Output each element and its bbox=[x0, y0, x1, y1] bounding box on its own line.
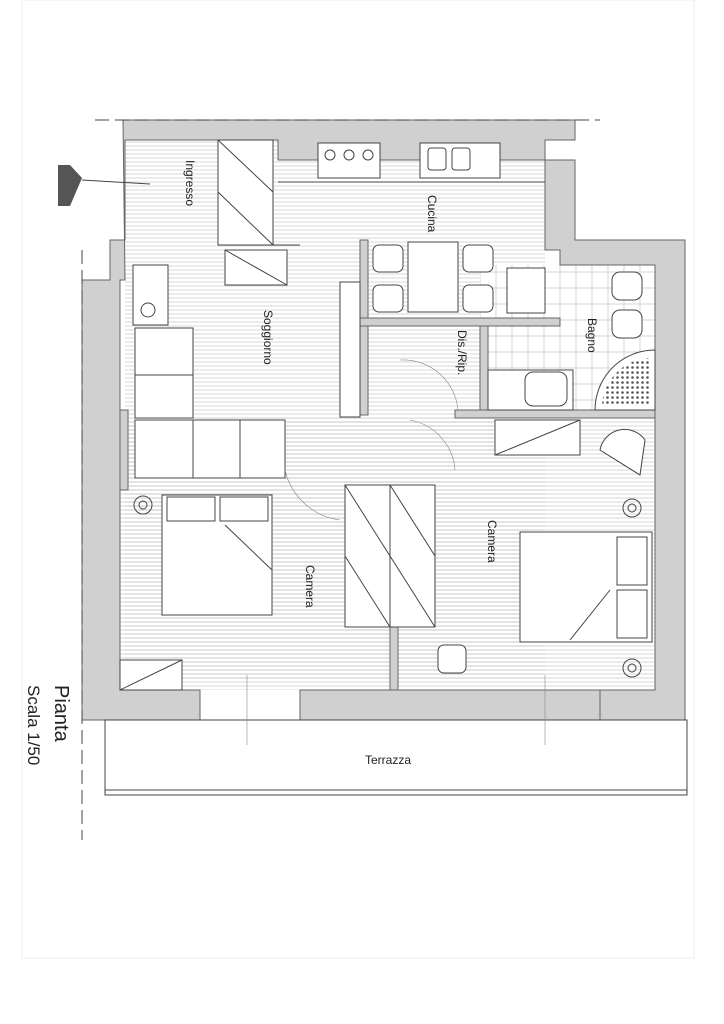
room-label-camera-left: Camera bbox=[303, 565, 317, 608]
entrance-arrow-icon bbox=[58, 165, 151, 206]
page-border bbox=[21, 0, 695, 959]
entrance-closet bbox=[217, 139, 300, 286]
room-label-ingresso: Ingresso bbox=[183, 160, 197, 206]
kitchen-fixtures bbox=[278, 142, 546, 314]
living-furniture bbox=[132, 264, 361, 479]
bedroom-right-furniture bbox=[399, 359, 653, 678]
room-label-soggiorno: Soggiorno bbox=[261, 310, 275, 365]
room-label-cucina: Cucina bbox=[425, 195, 439, 233]
room-label-bagno: Bagno bbox=[585, 318, 599, 353]
bathroom-fixtures bbox=[487, 271, 656, 411]
walls bbox=[81, 119, 686, 721]
bedroom-left-furniture bbox=[119, 469, 436, 691]
plan-title: Pianta bbox=[50, 685, 72, 743]
room-label-disimpegno: Dis./Rip. bbox=[455, 330, 469, 375]
terrace bbox=[81, 119, 688, 840]
room-label-terrazza: Terrazza bbox=[365, 753, 411, 767]
plan-scale: Scala 1/50 bbox=[24, 685, 43, 765]
room-label-camera-right: Camera bbox=[485, 520, 499, 563]
